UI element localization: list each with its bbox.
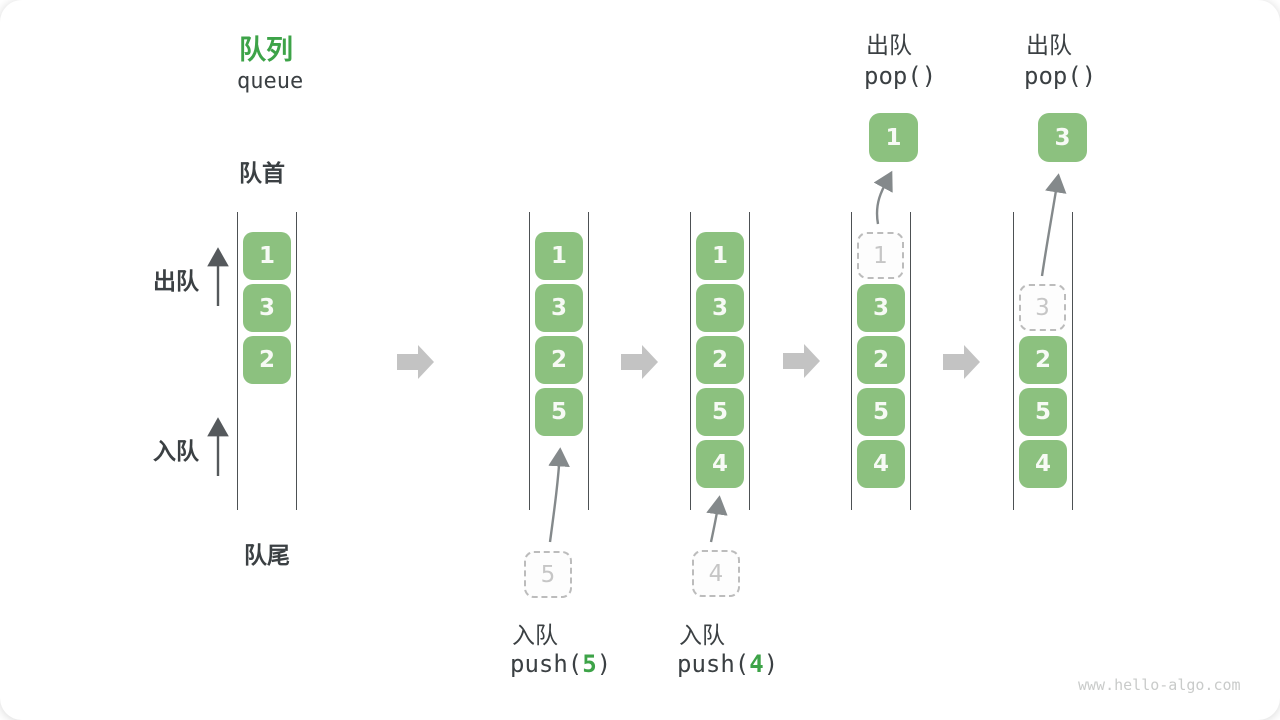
code-open: push( (510, 650, 583, 678)
queue-cell: 2 (535, 336, 583, 384)
right-arrow-shape (943, 345, 980, 379)
queue-cell: 2 (857, 336, 905, 384)
queue-cell: 3 (243, 284, 291, 332)
queue-cell: 5 (1019, 388, 1067, 436)
queue-column-state-1: 1 3 2 (237, 212, 297, 510)
queue-cell: 5 (696, 388, 744, 436)
queue-cell: 2 (243, 336, 291, 384)
enqueue-side-label: 入队 (153, 438, 199, 464)
queue-cell: 1 (696, 232, 744, 280)
queue-column-state-5: 3 2 5 4 (1013, 212, 1073, 510)
right-arrow-shape (783, 344, 820, 378)
diagram-title-en: queue (237, 69, 304, 94)
code-arg: 5 (582, 650, 597, 678)
state-transition-arrow-icon (943, 345, 980, 379)
queue-cell: 5 (535, 388, 583, 436)
queue-cell: 1 (535, 232, 583, 280)
queue-column-state-4: 1 3 2 5 4 (851, 212, 911, 510)
queue-cell: 3 (857, 284, 905, 332)
dequeue-op-label: 出队 (1026, 32, 1072, 58)
dequeue-op-code: pop() (864, 62, 937, 90)
staged-enqueue-cell: 4 (692, 550, 740, 597)
state-transition-arrow-icon (397, 345, 434, 379)
dequeue-op-code: pop() (1024, 62, 1097, 90)
dequeue-side-label: 出队 (153, 268, 199, 294)
code-close: ) (763, 650, 779, 678)
queue-cell: 3 (535, 284, 583, 332)
queue-column-state-3: 1 3 2 5 4 (690, 212, 750, 510)
code-open: push( (677, 650, 750, 678)
state-transition-arrow-icon (621, 345, 658, 379)
queue-cell: 3 (696, 284, 744, 332)
staged-enqueue-cell: 5 (524, 551, 572, 598)
enqueue-op-code: push(4) (677, 650, 778, 678)
enqueue-op-code: push(5) (510, 650, 611, 678)
code-arg: 4 (749, 650, 764, 678)
queue-cell: 4 (696, 440, 744, 488)
queue-rear-label: 队尾 (244, 542, 290, 568)
watermark: www.hello-algo.com (1078, 676, 1241, 694)
popped-cell: 1 (869, 113, 918, 162)
queue-cell: 4 (857, 440, 905, 488)
code-close: ) (596, 650, 612, 678)
dequeue-op-label: 出队 (866, 32, 912, 58)
queue-cell-removed: 1 (857, 232, 904, 279)
queue-cell: 4 (1019, 440, 1067, 488)
enqueue-op-label: 入队 (679, 622, 725, 648)
queue-cell: 1 (243, 232, 291, 280)
state-transition-arrow-icon (783, 344, 820, 378)
queue-cell-removed: 3 (1019, 284, 1066, 331)
right-arrow-shape (621, 345, 658, 379)
queue-cell: 5 (857, 388, 905, 436)
queue-front-label: 队首 (239, 160, 285, 186)
diagram-title-zh: 队列 (239, 35, 293, 65)
popped-cell: 3 (1038, 113, 1087, 162)
queue-cell: 2 (696, 336, 744, 384)
right-arrow-shape (397, 345, 434, 379)
enqueue-op-label: 入队 (512, 622, 558, 648)
queue-cell: 2 (1019, 336, 1067, 384)
queue-column-state-2: 1 3 2 5 (529, 212, 589, 510)
